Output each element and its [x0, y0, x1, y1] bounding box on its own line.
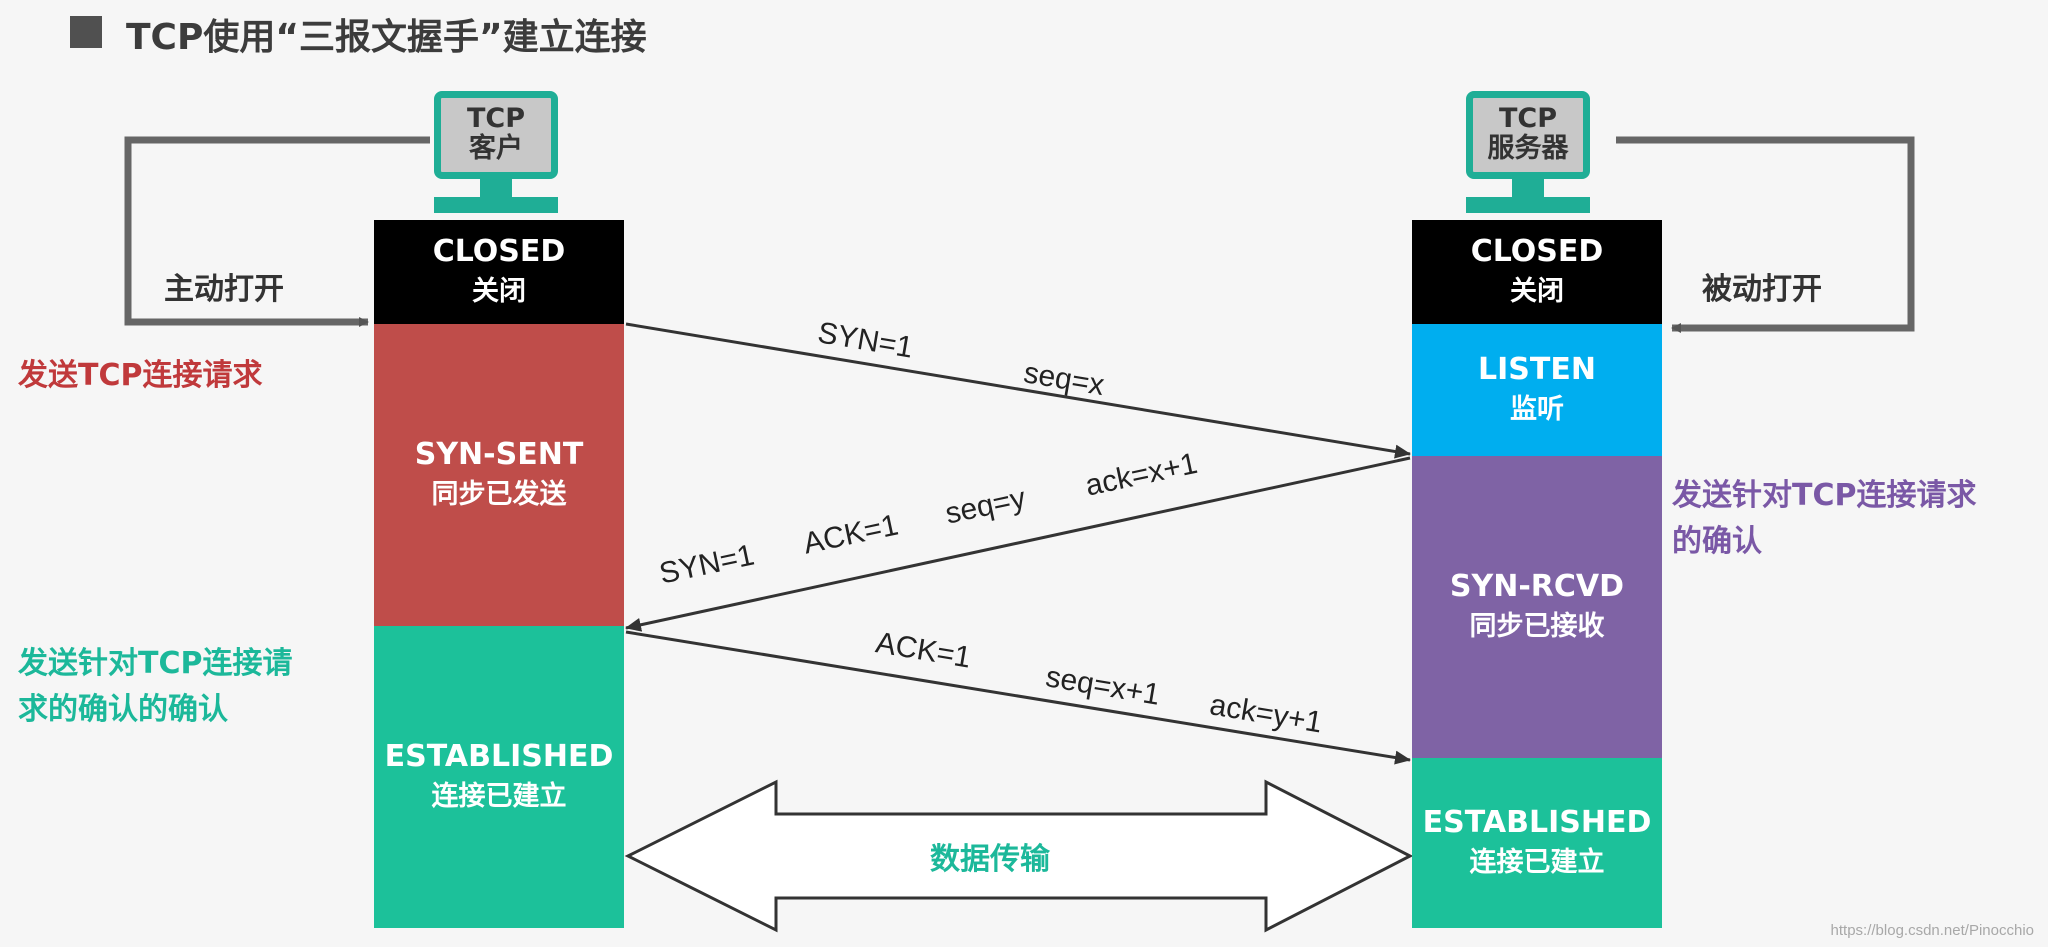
server-listen-en: LISTEN [1478, 352, 1596, 387]
client-closed-zh: 关闭 [472, 276, 526, 307]
server-closed-zh: 关闭 [1510, 276, 1564, 307]
syn-ack-arrow [625, 456, 1411, 632]
watermark: https://blog.csdn.net/Pinocchio [1830, 922, 2034, 939]
server-listen-state: LISTEN 监听 [1412, 324, 1662, 456]
client-monitor-base [434, 197, 558, 213]
server-monitor-line1: TCP [1498, 103, 1558, 134]
server-monitor-base [1466, 197, 1590, 213]
syn-arrow [625, 322, 1411, 459]
server-syn-rcvd-zh: 同步已接收 [1469, 611, 1605, 642]
client-syn-sent-state: SYN-SENT 同步已发送 [374, 324, 624, 626]
server-send-ack-label-line2: 的确认 [1672, 524, 1762, 559]
client-monitor-line1: TCP [466, 103, 526, 134]
title-square-icon [70, 16, 102, 48]
server-open-loop-arrow [1616, 136, 1915, 333]
client-syn-sent-en: SYN-SENT [414, 437, 584, 472]
server-established-state: ESTABLISHED 连接已建立 [1412, 758, 1662, 928]
server-syn-rcvd-en: SYN-RCVD [1449, 569, 1625, 604]
server-established-zh: 连接已建立 [1469, 847, 1605, 878]
client-send-ack-label-line1: 发送针对TCP连接请 [18, 646, 293, 681]
client-open-loop-arrow [124, 136, 430, 327]
client-established-state: ESTABLISHED 连接已建立 [374, 626, 624, 928]
client-send-ack-label-line2: 求的确认的确认 [18, 692, 228, 727]
server-listen-zh: 监听 [1510, 394, 1564, 425]
client-monitor-line2: 客户 [469, 133, 523, 164]
client-send-request-label: 发送TCP连接请求 [18, 358, 263, 393]
client-monitor-neck [480, 179, 512, 199]
client-closed-state: CLOSED 关闭 [374, 220, 624, 324]
server-monitor-icon: TCP 服务器 [1466, 91, 1590, 179]
server-syn-rcvd-state: SYN-RCVD 同步已接收 [1412, 456, 1662, 758]
client-established-zh: 连接已建立 [431, 781, 567, 812]
server-closed-state: CLOSED 关闭 [1412, 220, 1662, 324]
server-passive-open-label: 被动打开 [1702, 272, 1822, 307]
client-active-open-label: 主动打开 [164, 272, 284, 307]
server-monitor-neck [1512, 179, 1544, 199]
data-transfer-label: 数据传输 [930, 842, 1050, 877]
client-established-en: ESTABLISHED [384, 739, 614, 774]
page-title: TCP使用“三报文握手”建立连接 [126, 17, 647, 58]
server-closed-en: CLOSED [1470, 234, 1604, 269]
data-transfer-double-arrow [624, 779, 1414, 933]
client-monitor-icon: TCP 客户 [434, 91, 558, 179]
ack-arrow [625, 630, 1411, 765]
server-established-en: ESTABLISHED [1422, 805, 1652, 840]
server-monitor-line2: 服务器 [1487, 133, 1569, 164]
client-closed-en: CLOSED [432, 234, 566, 269]
server-send-ack-label-line1: 发送针对TCP连接请求 [1672, 478, 1977, 513]
client-syn-sent-zh: 同步已发送 [431, 479, 567, 510]
